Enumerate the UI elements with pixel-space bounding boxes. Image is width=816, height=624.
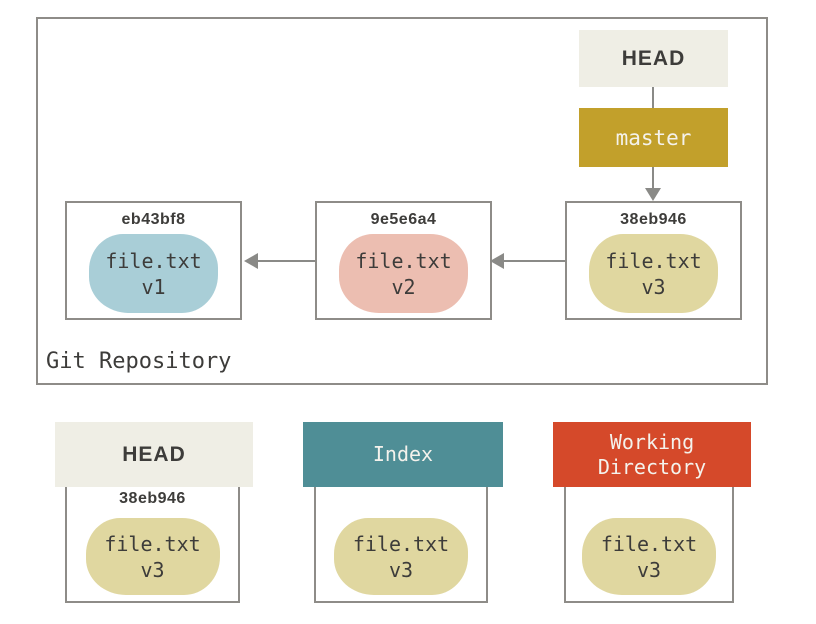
git-repository-label: Git Repository (46, 349, 232, 374)
working-directory-area-title: Working Directory (597, 429, 707, 479)
commit-box-9e5e6a4: 9e5e6a4 file.txt v2 (315, 201, 492, 320)
master-branch-label: master (615, 125, 692, 150)
index-area-title: Index (372, 442, 434, 466)
commit-hash: 9e5e6a4 (370, 211, 437, 228)
file-name: file.txt (355, 248, 452, 273)
git-repository-box (36, 17, 768, 385)
file-name: file.txt (605, 248, 702, 273)
head-area-box: 38eb946 file.txt v3 (65, 485, 240, 603)
working-directory-area-header: Working Directory (553, 422, 751, 487)
file-version: v1 (141, 274, 166, 299)
index-area-header: Index (303, 422, 503, 487)
head-area-file-blob: file.txt v3 (85, 518, 220, 595)
commit2-to-commit1-arrow (257, 260, 315, 262)
head-area-title: HEAD (122, 443, 186, 466)
file-blob-v3: file.txt v3 (589, 234, 718, 313)
file-version: v3 (140, 557, 165, 582)
master-branch-box: master (579, 108, 728, 167)
file-name: file.txt (600, 531, 698, 556)
index-area-file-blob: file.txt v3 (334, 518, 468, 595)
head-to-master-line (652, 87, 654, 108)
index-area-box: file.txt v3 (314, 485, 488, 603)
file-version: v3 (641, 274, 666, 299)
file-name: file.txt (104, 531, 201, 556)
commit-hash: 38eb946 (620, 211, 687, 228)
head-area-hash: 38eb946 (119, 490, 186, 507)
commit-box-38eb946: 38eb946 file.txt v3 (565, 201, 742, 320)
left-arrowhead-icon (244, 253, 258, 269)
working-directory-area-box: file.txt v3 (564, 485, 734, 603)
left-arrowhead-icon (490, 253, 504, 269)
commit3-to-commit2-arrow (503, 260, 565, 262)
file-name: file.txt (352, 531, 450, 556)
master-to-commit-line (652, 167, 654, 189)
working-directory-file-blob: file.txt v3 (582, 518, 716, 595)
head-ref-box: HEAD (579, 30, 728, 87)
commit-hash: eb43bf8 (121, 211, 186, 228)
file-blob-v1: file.txt v1 (89, 234, 218, 313)
head-area-header: HEAD (55, 422, 253, 487)
file-version: v2 (391, 274, 416, 299)
file-name: file.txt (105, 248, 202, 273)
file-blob-v2: file.txt v2 (339, 234, 468, 313)
head-ref-label: HEAD (621, 46, 686, 70)
down-arrowhead-icon (645, 188, 661, 201)
commit-box-eb43bf8: eb43bf8 file.txt v1 (65, 201, 242, 320)
file-version: v3 (388, 557, 414, 582)
file-version: v3 (636, 557, 662, 582)
